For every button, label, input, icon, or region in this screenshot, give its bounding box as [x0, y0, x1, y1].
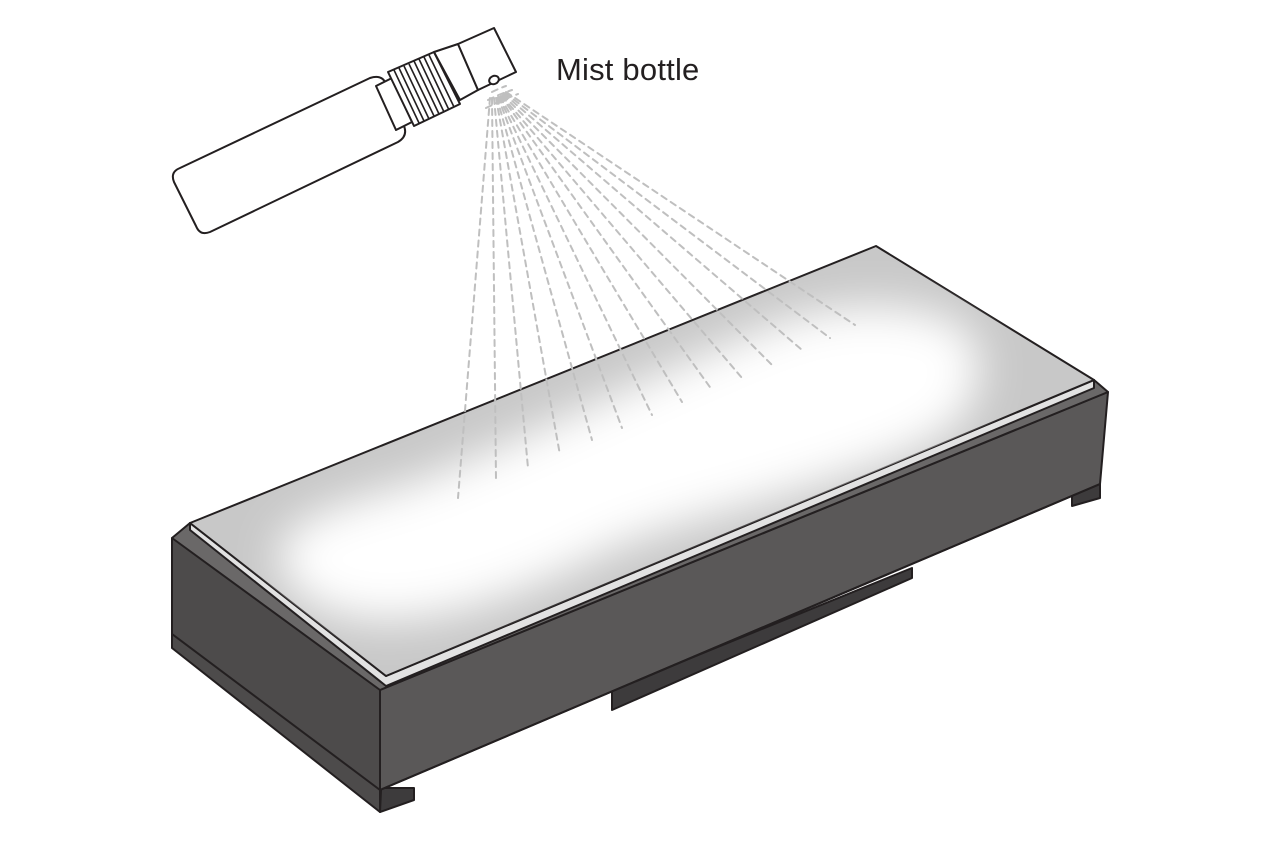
cap-ribs	[393, 54, 455, 124]
base-bottom-edge	[171, 633, 381, 791]
base-foot-left	[379, 787, 415, 813]
base-foot-middle	[611, 567, 913, 711]
bottle-nozzle	[488, 74, 500, 86]
mist-bottle-label: Mist bottle	[556, 52, 700, 87]
bottle-sprayer-head	[457, 27, 517, 91]
whetstone	[189, 245, 1095, 687]
mist-spray-lines	[457, 85, 856, 499]
mist-bottle-icon	[171, 27, 517, 235]
wet-area	[278, 306, 980, 621]
bottle-body	[171, 75, 407, 235]
